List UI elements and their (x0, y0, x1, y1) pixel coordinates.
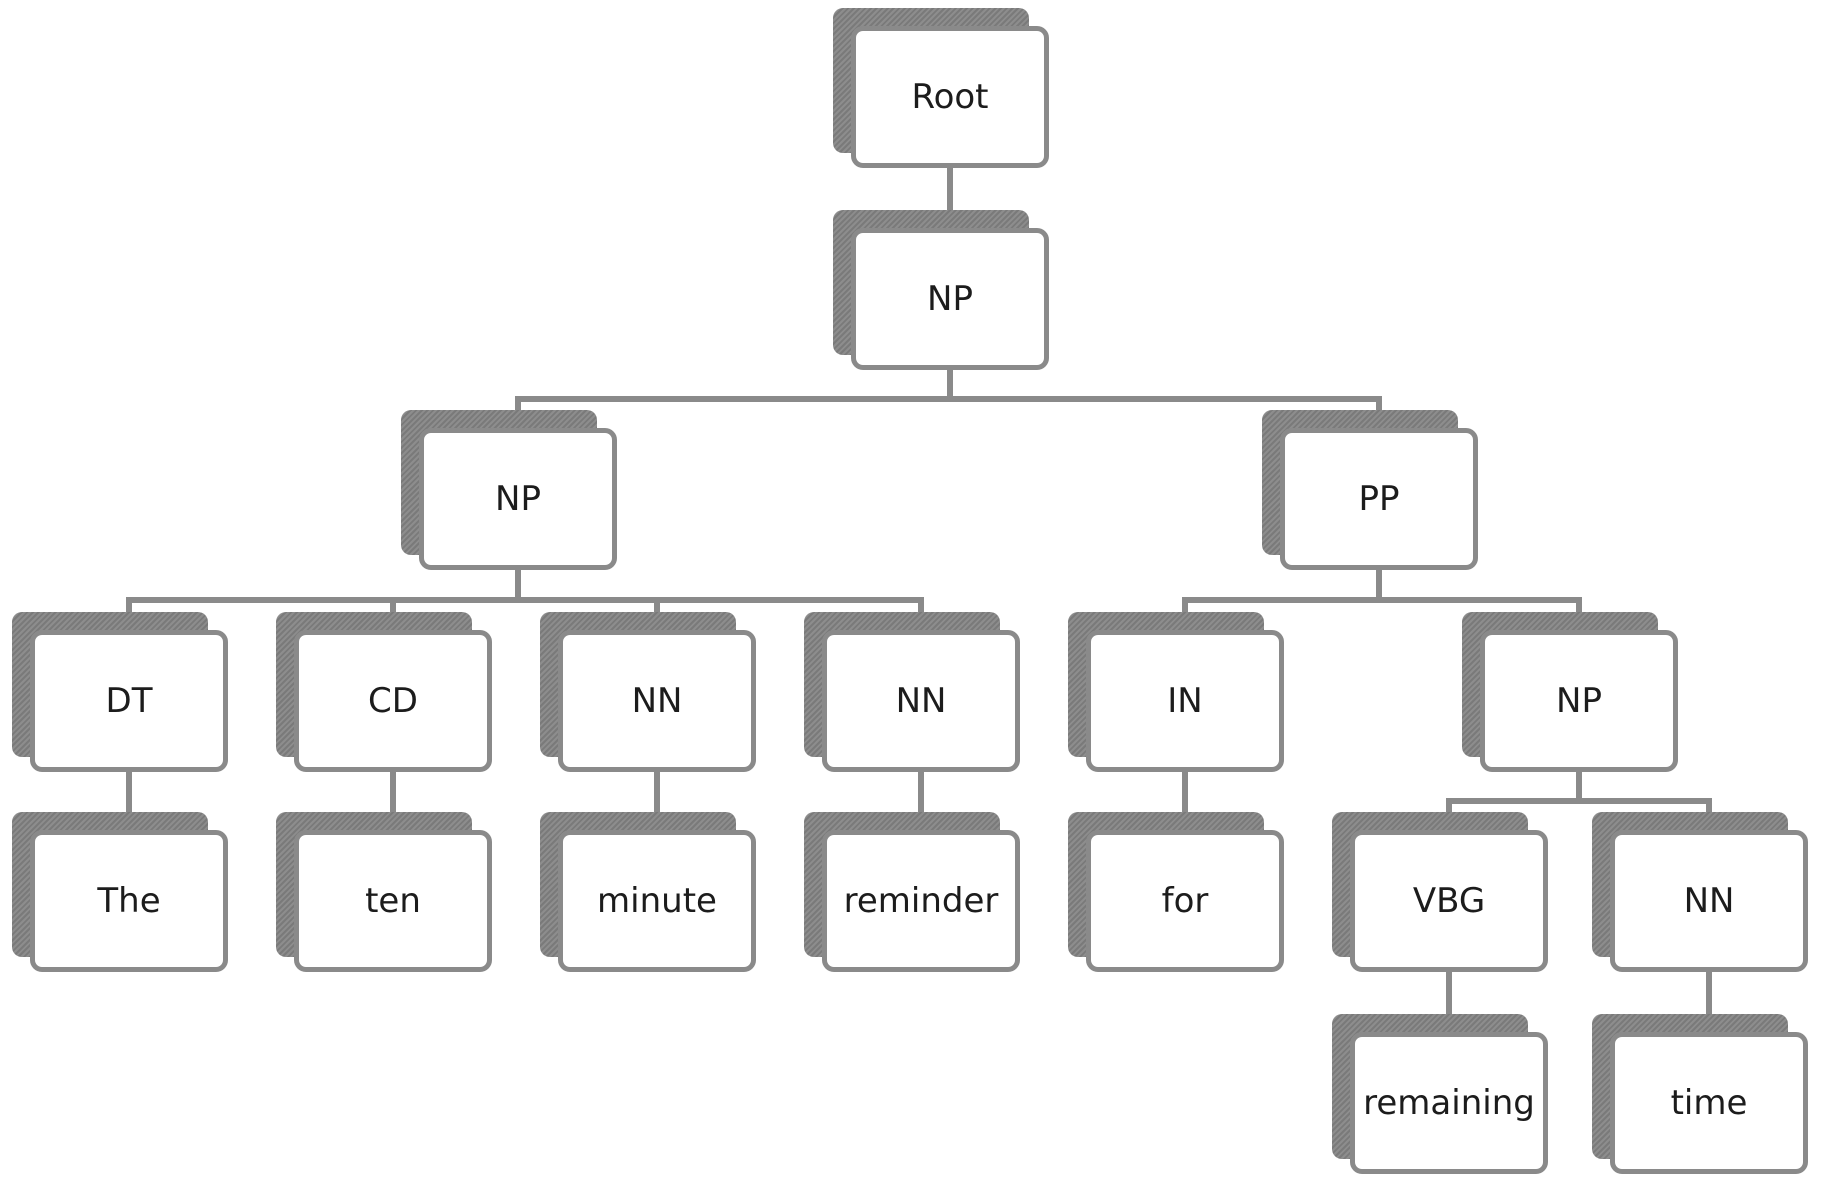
node-vbg: VBG (1332, 812, 1548, 972)
node-card: ten (294, 830, 492, 972)
node-label: VBG (1413, 881, 1485, 921)
node-label: PP (1358, 479, 1399, 519)
node-word-the: The (12, 812, 228, 972)
node-card: NN (822, 630, 1020, 772)
node-card: NN (1610, 830, 1808, 972)
node-label: for (1162, 881, 1209, 921)
node-card: NN (558, 630, 756, 772)
node-root: Root (833, 8, 1049, 168)
node-label: The (97, 881, 160, 921)
node-card: DT (30, 630, 228, 772)
node-label: ten (365, 881, 421, 921)
node-word-reminder: reminder (804, 812, 1020, 972)
node-card: VBG (1350, 830, 1548, 972)
node-card: PP (1280, 428, 1478, 570)
node-label: minute (597, 881, 717, 921)
node-card: The (30, 830, 228, 972)
node-word-time: time (1592, 1014, 1808, 1174)
node-card: CD (294, 630, 492, 772)
node-card: NP (419, 428, 617, 570)
node-card: IN (1086, 630, 1284, 772)
node-label: Root (911, 77, 988, 117)
node-word-for: for (1068, 812, 1284, 972)
node-nn3: NN (1592, 812, 1808, 972)
node-word-remaining: remaining (1332, 1014, 1548, 1174)
node-label: NN (1684, 881, 1735, 921)
node-label: NN (632, 681, 683, 721)
node-label: NN (896, 681, 947, 721)
node-label: NP (495, 479, 541, 519)
node-card: NP (851, 228, 1049, 370)
node-label: CD (368, 681, 418, 721)
node-label: time (1671, 1083, 1748, 1123)
node-word-minute: minute (540, 812, 756, 972)
node-label: NP (927, 279, 973, 319)
node-card: Root (851, 26, 1049, 168)
node-label: DT (106, 681, 153, 721)
node-nn2: NN (804, 612, 1020, 772)
node-card: remaining (1350, 1032, 1548, 1174)
node-label: remaining (1363, 1083, 1535, 1123)
node-cd: CD (276, 612, 492, 772)
node-card: minute (558, 830, 756, 972)
node-nn1: NN (540, 612, 756, 772)
node-dt: DT (12, 612, 228, 772)
node-label: reminder (844, 881, 999, 921)
node-label: IN (1167, 681, 1202, 721)
node-in: IN (1068, 612, 1284, 772)
node-card: reminder (822, 830, 1020, 972)
node-label: NP (1556, 681, 1602, 721)
node-word-ten: ten (276, 812, 492, 972)
node-card: time (1610, 1032, 1808, 1174)
node-pp: PP (1262, 410, 1478, 570)
node-card: NP (1480, 630, 1678, 772)
node-card: for (1086, 830, 1284, 972)
node-np-top: NP (833, 210, 1049, 370)
node-np-left: NP (401, 410, 617, 570)
node-np-right: NP (1462, 612, 1678, 772)
